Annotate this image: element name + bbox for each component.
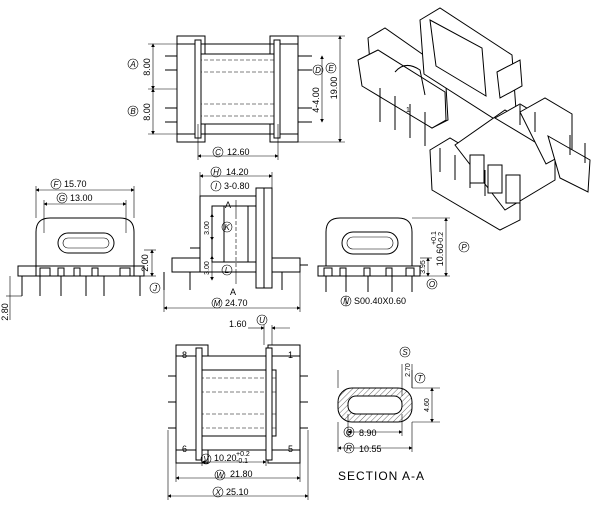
dim-j: 2.00 <box>140 254 150 272</box>
svg-text:Q: Q <box>346 428 352 437</box>
section-title: SECTION A-A <box>338 469 425 483</box>
pin-1: 1 <box>288 350 293 360</box>
svg-text:T: T <box>418 374 424 383</box>
front-view: F 15.70 G 13.00 2.00 J 2.80 <box>0 178 161 321</box>
dim-k: 3.00 <box>204 221 211 235</box>
dim-c: 12.60 <box>227 147 250 157</box>
svg-text:O: O <box>429 280 435 289</box>
dim-s: 2.70 <box>405 363 412 377</box>
svg-text:H: H <box>213 168 219 177</box>
dim-v: 10.20 <box>214 453 237 463</box>
svg-text:U: U <box>259 316 265 325</box>
dim-a: 8.00 <box>142 58 152 76</box>
dim-x: 25.10 <box>226 487 249 497</box>
dim-v-tol-upper: +0.2 <box>236 451 250 458</box>
pin-5: 5 <box>288 444 293 454</box>
pin-8: 8 <box>182 350 187 360</box>
dim-d: 4-4.00 <box>311 87 321 113</box>
svg-text:K: K <box>224 223 230 232</box>
svg-text:V: V <box>203 455 209 464</box>
svg-text:X: X <box>214 488 221 497</box>
svg-text:1: 1 <box>406 107 410 114</box>
svg-text:G: G <box>59 194 65 203</box>
dim-w: 21.80 <box>230 469 253 479</box>
section-mark-top: A <box>225 200 231 210</box>
dim-g: 13.00 <box>70 193 93 203</box>
dim-i: 3-0.80 <box>224 181 250 191</box>
dim-l: 3.00 <box>204 261 211 275</box>
section-view: 4.60 2.70 S T Q 8.90 R 10.55 SECTION A-A <box>337 346 440 483</box>
dim-e: 19.00 <box>329 77 339 100</box>
svg-text:E: E <box>328 64 334 73</box>
dim-u: 1.60 <box>229 319 247 329</box>
svg-text:B: B <box>130 107 136 116</box>
dim-v-tol-lower: -0.1 <box>236 458 248 465</box>
svg-text:P: P <box>461 243 467 252</box>
svg-text:A: A <box>129 60 135 69</box>
svg-text:N: N <box>343 297 349 306</box>
svg-text:F: F <box>54 180 60 189</box>
dim-r: 10.55 <box>359 444 382 454</box>
dim-p: 10.60 <box>435 244 445 267</box>
svg-text:J: J <box>152 284 158 293</box>
svg-text:R: R <box>346 444 352 453</box>
dim-h: 14.20 <box>226 167 249 177</box>
svg-text:D: D <box>315 66 321 75</box>
dim-b: 8.00 <box>142 103 152 121</box>
bottom-view: 8 1 6 5 1.60 U V 10.20 +0.2 -0.1 W 21.80… <box>167 314 309 500</box>
svg-text:I: I <box>215 182 218 191</box>
side-view: H 14.20 I 3-0.80 A A 3.00 K 3.00 L M 24.… <box>163 166 308 312</box>
dim-ext: 2.80 <box>0 303 10 321</box>
dim-o: 3.95 <box>420 260 427 274</box>
pin-6: 6 <box>182 444 187 454</box>
top-view: A 8.00 B 8.00 D 4-4.00 E 19.00 C 12.60 <box>127 35 345 160</box>
svg-text:S: S <box>402 348 408 357</box>
dim-n: S00.40X0.60 <box>354 296 406 306</box>
svg-text:W: W <box>216 471 225 480</box>
svg-text:L: L <box>225 266 229 275</box>
svg-text:M: M <box>214 299 221 308</box>
right-view: 10.60 +0.1 -0.2 P 3.95 O N S00.40X0.60 <box>317 217 470 307</box>
section-mark-bottom: A <box>230 287 236 297</box>
isometric-view: 1 <box>357 7 591 231</box>
svg-text:C: C <box>215 148 221 157</box>
dim-p-tol-upper: +0.1 <box>431 231 438 245</box>
dim-y: 4.60 <box>424 398 431 412</box>
dim-q: 8.90 <box>359 428 377 438</box>
dim-f: 15.70 <box>64 179 87 189</box>
dim-m: 24.70 <box>225 298 248 308</box>
dim-p-tol-lower: -0.2 <box>438 232 445 244</box>
